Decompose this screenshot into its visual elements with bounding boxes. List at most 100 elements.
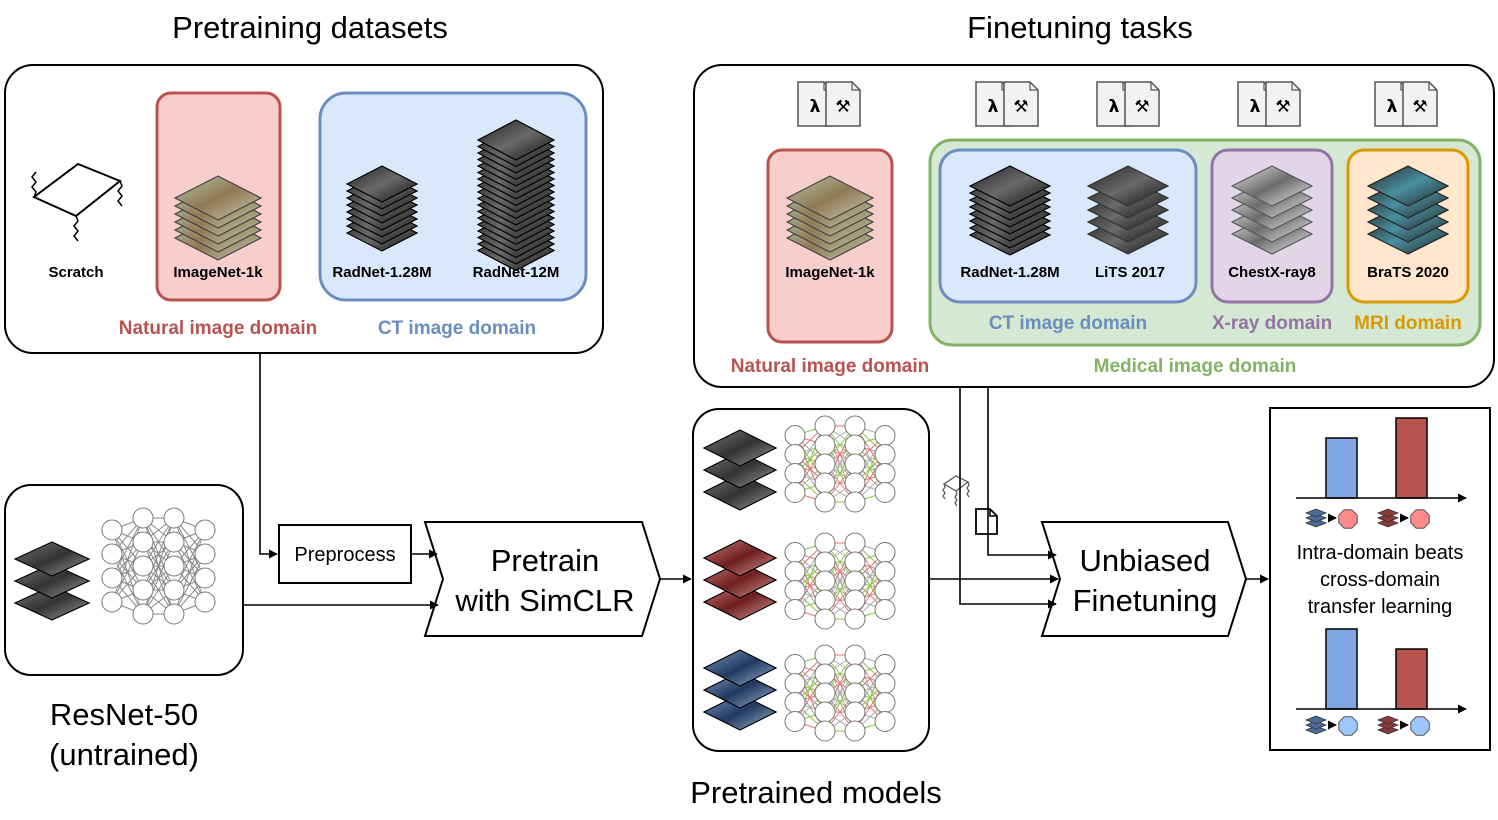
network-node [101,567,123,589]
network-node [132,603,154,625]
network-node [194,591,216,613]
finetune-label-line2: Finetuning [1073,583,1218,618]
network-node [844,434,866,456]
result-label-line2: cross-domain [1320,569,1440,591]
network-node [874,692,896,713]
pretrained-gray-stack-icon [702,429,778,511]
network-edge [111,517,144,579]
stack-slice [345,165,419,203]
resnet-input-stack-icon [13,541,91,621]
scratch-label: Scratch [48,264,103,281]
pretrained-models-label: Pretrained models [690,775,942,810]
network-edge [824,654,856,713]
ft-natural-domain-label: Natural image domain [731,356,930,377]
network-edge [824,673,856,732]
network-node [814,532,836,554]
task-doc-icon: λ⚒ [1374,81,1438,127]
network-node [844,415,866,437]
network-node [132,531,154,553]
network-node [814,434,836,456]
result-box [1269,407,1491,751]
lambda-glyph: λ [1387,97,1398,117]
network-node [874,425,896,446]
network-node [844,682,866,704]
pretraining-title: Pretraining datasets [172,10,448,45]
network-node [163,531,185,553]
ft-chestx-stack-icon [1230,165,1314,255]
pretrained-network-graph [784,532,896,630]
legend-target [1338,716,1358,736]
network-edge [824,444,856,503]
medical-domain-label: Medical image domain [1094,356,1297,377]
network-node [132,579,154,601]
ft-radnet-stack-icon [968,165,1052,256]
network-node [844,472,866,494]
ft-brats-stack-icon [1366,165,1450,255]
network-node [784,654,806,675]
doc-fold [1150,82,1159,91]
resnet-label-line2: (untrained) [49,737,199,772]
network-node [784,425,806,446]
pretrained-red-stack-icon [702,539,778,621]
network-node [874,482,896,503]
network-edge [824,425,856,484]
ft-imagenet-label: ImageNet-1k [785,264,875,281]
doc-page [1265,81,1301,127]
network-node [163,555,185,577]
network-edge [173,529,206,591]
network-node [814,644,836,666]
stack-slice [785,175,875,221]
network-node [844,551,866,573]
pretrain-label-line1: Pretrain [491,543,600,578]
network-node [784,561,806,582]
network-node [194,567,216,589]
network-node [784,692,806,713]
network-node [814,472,836,494]
network-node [132,507,154,529]
xray-domain-label: X-ray domain [1212,313,1332,334]
network-node [814,589,836,611]
ft-brats-label: BraTS 2020 [1367,264,1449,281]
network-node [874,599,896,620]
network-node [844,491,866,513]
tools-glyph: ⚒ [835,97,850,117]
ft-imagenet-stack-icon [785,175,875,261]
doc-fold [851,82,860,91]
network-node [132,555,154,577]
doc-fold [1428,82,1437,91]
ft-lits-label: LiTS 2017 [1095,264,1165,281]
network-node [874,444,896,465]
ft-radnet-label: RadNet-1.28M [960,264,1059,281]
ft-ct-domain-label: CT image domain [989,313,1147,334]
network-node [814,551,836,573]
task-doc-icon: λ⚒ [975,81,1039,127]
network-node [163,579,185,601]
finetuning-title: Finetuning tasks [967,10,1193,45]
stack-slice [476,119,556,161]
result-legend-top [1304,508,1430,529]
network-node [784,444,806,465]
bar-intra-top [1325,437,1358,499]
document-mini-icon [975,508,998,535]
stack-slice [702,429,778,467]
network-node [194,519,216,541]
tools-glyph: ⚒ [1275,97,1290,117]
network-node [844,663,866,685]
network-node [163,507,185,529]
stack-slice [1086,165,1170,207]
network-node [844,589,866,611]
finetune-process-shape [1040,521,1248,637]
network-node [874,580,896,601]
pre-radnet128-label: RadNet-1.28M [332,264,431,281]
doc-page [1124,81,1160,127]
preprocess-label: Preprocess [294,544,395,566]
network-node [874,561,896,582]
network-node [874,542,896,563]
tools-glyph: ⚒ [1412,97,1427,117]
network-node [101,543,123,565]
network-edge [142,517,175,591]
network-node [874,463,896,484]
ft-chestx-label: ChestX-ray8 [1228,264,1316,281]
arrow-task-to-finetune [987,387,1057,560]
network-edge [142,541,175,615]
